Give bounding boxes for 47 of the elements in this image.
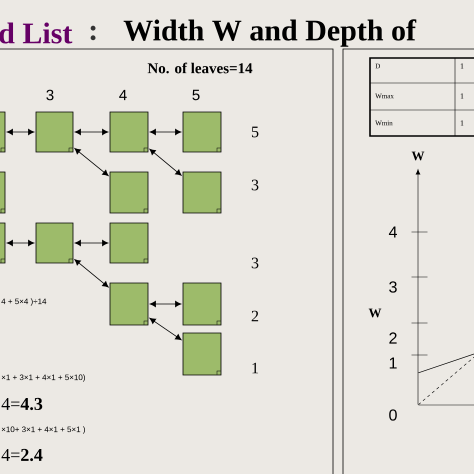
- leaf-box: [0, 222, 6, 264]
- column-number: 3: [46, 90, 54, 100]
- tick-label: 2: [389, 332, 397, 344]
- leaf-box: [182, 282, 222, 326]
- table-cell: 1: [460, 93, 464, 99]
- leaf-box: [0, 112, 6, 152]
- slide-title: :: [90, 26, 96, 40]
- arrow: [150, 300, 182, 308]
- table-cell: 1: [460, 63, 464, 69]
- row-count: 5: [252, 126, 258, 138]
- tick-label: 3: [389, 281, 397, 293]
- axis-label: W: [412, 152, 424, 160]
- arrow: [74, 148, 109, 176]
- formula-text: ×1 + 3×1 + 4×1 + 5×10): [2, 374, 85, 382]
- leaf-box: [110, 222, 148, 264]
- leaf-box: [182, 332, 222, 376]
- arrow: [6, 128, 34, 136]
- arrow: [6, 240, 34, 246]
- arrow: [74, 259, 109, 288]
- arrow: [74, 240, 108, 246]
- leaf-box: [182, 172, 222, 214]
- row-count: 1: [252, 362, 258, 374]
- formula-text: 4=4.3: [2, 398, 42, 410]
- tick-label: 1: [390, 358, 397, 368]
- arrow: [149, 148, 182, 176]
- leaf-box: [36, 112, 74, 152]
- row-count: 2: [252, 310, 258, 322]
- arrow: [150, 128, 182, 136]
- leaf-box: [0, 172, 6, 214]
- arrow: [149, 318, 182, 340]
- tick-label: 0: [389, 409, 397, 421]
- table-cell: 1: [460, 120, 464, 126]
- slide-title: Width W and Depth of: [124, 19, 416, 47]
- arrow: [74, 128, 108, 136]
- row-count: 3: [252, 258, 258, 268]
- leaf-box: [110, 282, 148, 326]
- axis-label: W: [368, 308, 382, 318]
- leaf-box: [182, 112, 222, 152]
- leaf-box: [110, 172, 148, 214]
- leaf-box: [110, 112, 148, 152]
- panel-heading: No. of leaves=14: [148, 62, 252, 74]
- tick-label: 4: [388, 226, 397, 238]
- formula-text: 4=2.4: [2, 448, 43, 462]
- row-count: 3: [252, 180, 258, 190]
- formula-text: ×10+ 3×1 + 4×1 + 5×1 ): [2, 426, 85, 434]
- formula-text: 4 + 5×4 )÷14: [1, 298, 46, 306]
- leaf-box: [36, 222, 74, 264]
